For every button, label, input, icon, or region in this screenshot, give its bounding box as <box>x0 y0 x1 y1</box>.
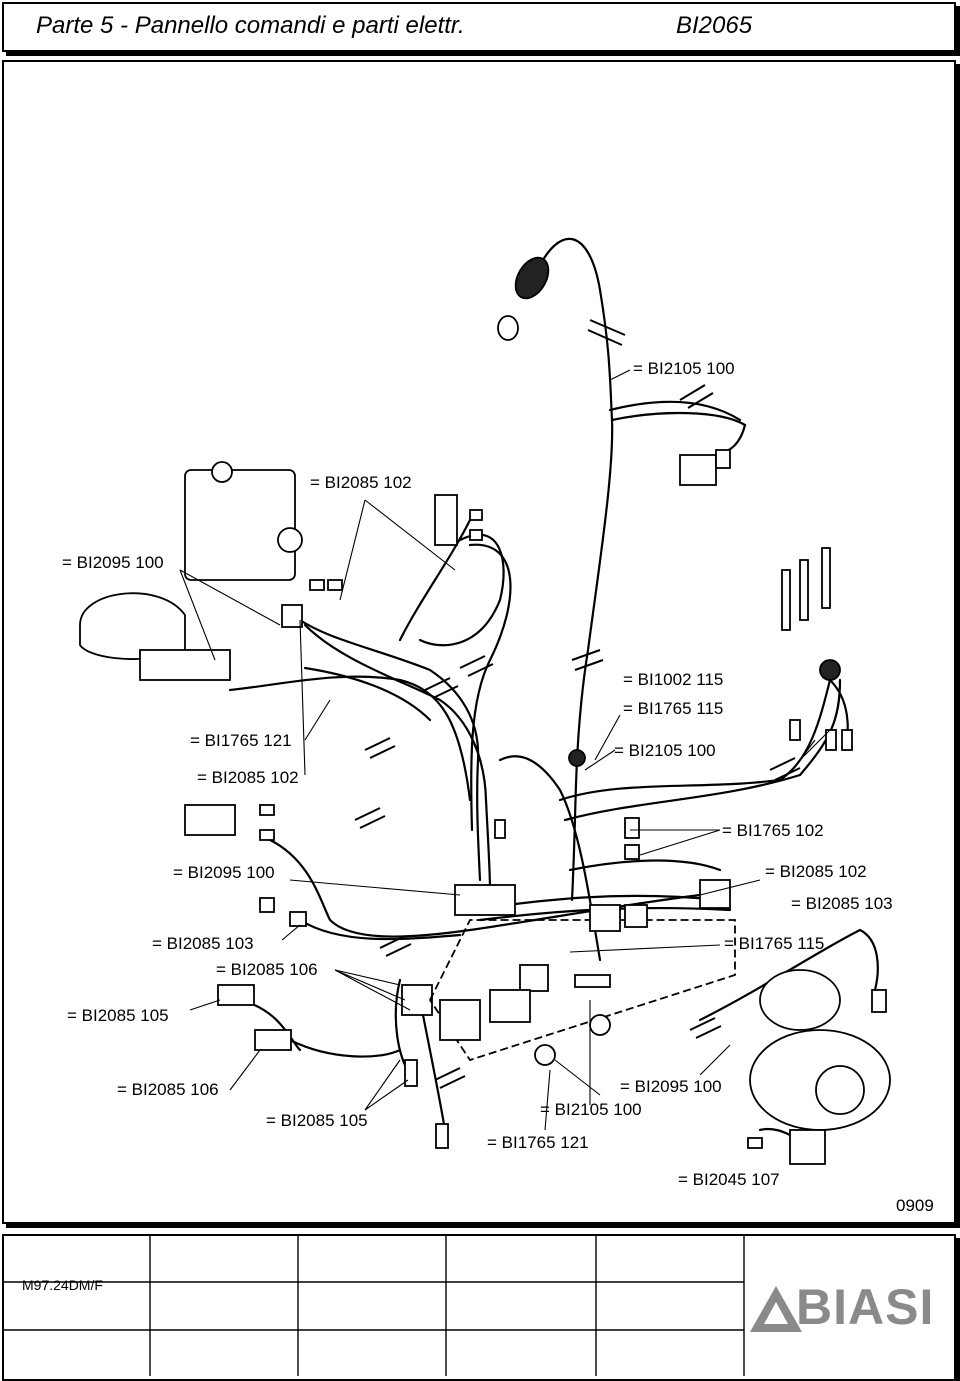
section-code: BI2065 <box>676 12 753 39</box>
label-8: = BI2085 102 <box>197 768 299 787</box>
label-13: = BI2085 103 <box>152 934 254 953</box>
label-5: = BI1765 115 <box>623 699 724 718</box>
label-3: = BI2095 100 <box>62 553 164 572</box>
label-19: = BI2105 100 <box>540 1100 642 1119</box>
label-4: = BI1002 115 <box>623 670 724 689</box>
label-10: = BI2095 100 <box>173 863 275 882</box>
label-15: = BI2085 106 <box>216 960 318 979</box>
title-block <box>2 1234 956 1381</box>
label-17: = BI2085 106 <box>117 1080 219 1099</box>
label-7: = BI2105 100 <box>614 741 716 760</box>
label-11: = BI2085 102 <box>765 862 867 881</box>
label-12: = BI2085 103 <box>791 894 893 913</box>
label-20: = BI2085 105 <box>266 1111 368 1130</box>
label-22: = BI2045 107 <box>678 1170 780 1189</box>
label-9: = BI1765 102 <box>722 821 824 840</box>
label-2: = BI2085 102 <box>310 473 412 492</box>
document-code: M97.24DM/F <box>22 1277 103 1293</box>
brand-logo-text: BIASI <box>796 1279 935 1335</box>
label-1: = BI2105 100 <box>633 359 735 378</box>
revision-number: 0909 <box>896 1196 934 1215</box>
label-21: = BI1765 121 <box>487 1133 589 1152</box>
label-6: = BI1765 121 <box>190 731 292 750</box>
header-bar <box>2 2 956 52</box>
label-18: = BI2095 100 <box>620 1077 722 1096</box>
biasi-logo-icon <box>750 1286 802 1332</box>
page-title: Parte 5 - Pannello comandi e parti elett… <box>36 12 465 39</box>
label-16: = BI2085 105 <box>67 1006 169 1025</box>
label-14: = BI1765 115 <box>724 934 825 953</box>
